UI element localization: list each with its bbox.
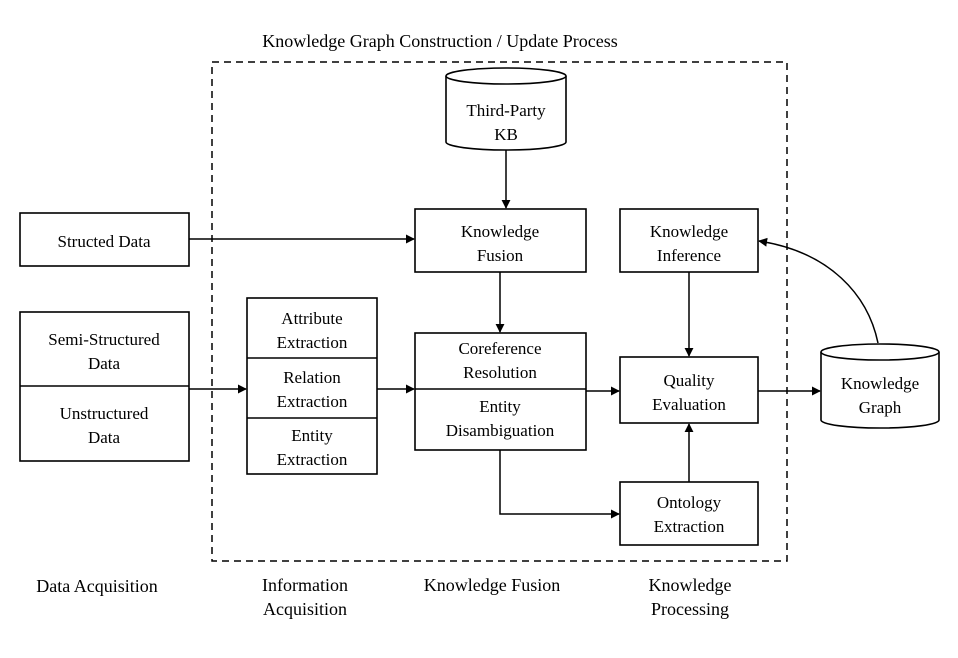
node-label: Attribute [281,309,342,328]
node-label: Ontology [657,493,722,512]
node-knowledge-fusion: Knowledge Fusion [414,208,587,273]
node-label: Semi-Structured [48,330,160,349]
stage-information-acquisition: Information [262,575,348,595]
node-label: Extraction [277,333,348,352]
node-third-party-kb: Third-Party KB [445,67,567,151]
node-label: Disambiguation [446,421,555,440]
node-label: Extraction [277,450,348,469]
stage-knowledge-fusion: Knowledge Fusion [424,575,561,595]
node-label: Knowledge [841,374,919,393]
node-label: Knowledge [650,222,728,241]
node-label: Inference [657,246,721,265]
stage-knowledge-processing: Processing [651,599,729,619]
node-label: Data [88,428,121,447]
node-label: Knowledge [461,222,539,241]
node-label: Coreference [458,339,541,358]
stage-information-acquisition: Acquisition [263,599,347,619]
node-label: Entity [291,426,333,445]
node-label: Extraction [277,392,348,411]
node-label: Relation [283,368,341,387]
node-label: Entity [479,397,521,416]
node-extraction-stack: Attribute Extraction Relation Extraction… [246,297,378,475]
node-semi-unstructured-data: Semi-Structured Data Unstructured Data [19,311,190,462]
edge-graph-to-inference [758,237,879,344]
node-label: Data [88,354,121,373]
node-label: Quality [664,371,715,390]
node-label: Fusion [477,246,524,265]
node-label: Third-Party [466,101,546,120]
node-label: Extraction [654,517,725,536]
node-label: Unstructured [60,404,149,423]
stage-data-acquisition: Data Acquisition [36,576,157,596]
process-boundary [211,61,788,562]
node-structed-data: Structed Data [19,212,190,267]
node-knowledge-graph: Knowledge Graph [820,343,940,429]
node-label: Structed Data [58,232,151,251]
node-label: Evaluation [652,395,726,414]
diagram-title: Knowledge Graph Construction / Update Pr… [262,31,617,51]
node-quality-evaluation: Quality Evaluation [619,356,759,424]
node-ontology-extraction: Ontology Extraction [619,481,759,546]
node-coreference-disambiguation: Coreference Resolution Entity Disambigua… [414,332,587,451]
node-label: Resolution [463,363,537,382]
node-knowledge-inference: Knowledge Inference [619,208,759,273]
edge-disambiguation-to-ontology [499,450,620,519]
node-label: KB [494,125,518,144]
node-label: Graph [859,398,902,417]
stage-knowledge-processing: Knowledge [649,575,732,595]
